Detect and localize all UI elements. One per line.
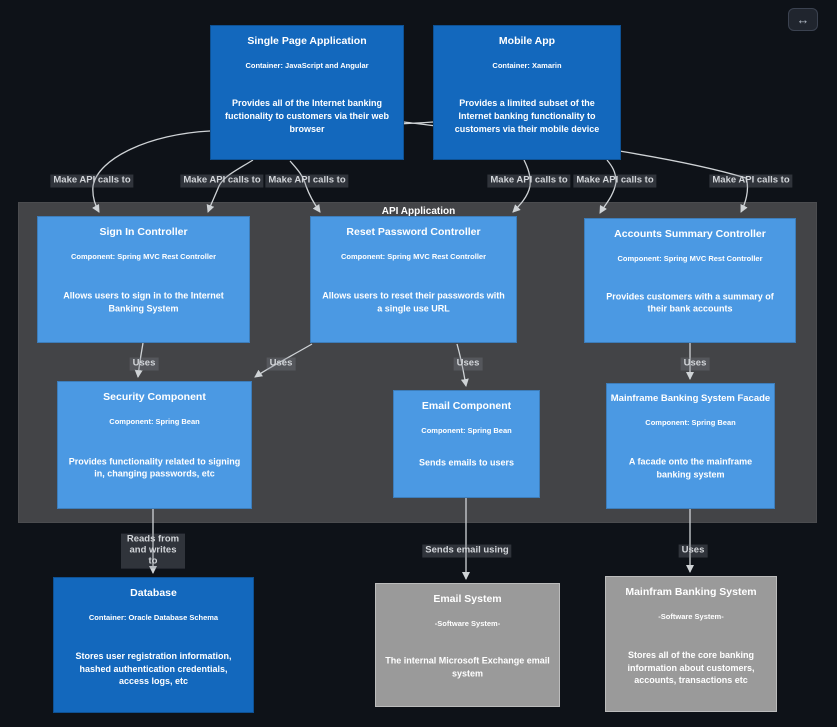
edge-reset-to-email bbox=[456, 343, 469, 387]
node-description: Stores user registration information, ha… bbox=[75, 651, 232, 687]
node-description: Provides functionality related to signin… bbox=[68, 456, 241, 479]
edge-label-reads-writes: Reads from and writes to bbox=[121, 533, 185, 569]
node-meta: Component: Spring MVC Rest Controller bbox=[71, 252, 216, 261]
edge-label-make-api-calls: Make API calls to bbox=[573, 174, 657, 188]
node-description: Sends emails to users bbox=[418, 457, 515, 468]
node-title: Mainframe Banking System Facade bbox=[610, 393, 771, 404]
node-description: Allows users to reset their passwords wi… bbox=[322, 290, 505, 313]
edge-label-uses: Uses bbox=[678, 544, 708, 558]
boundary-label: API Application bbox=[381, 206, 456, 217]
node-accounts-summary-controller[interactable]: Accounts Summary Controller Component: S… bbox=[584, 218, 796, 343]
edge-label-make-api-calls: Make API calls to bbox=[487, 174, 571, 188]
node-meta: Container: JavaScript and Angular bbox=[245, 61, 369, 70]
node-meta: Component: Spring Bean bbox=[645, 418, 736, 427]
node-description: Stores all of the core banking informati… bbox=[627, 650, 755, 686]
node-description: Provides a limited subset of the Interne… bbox=[454, 98, 600, 134]
node-title: Email Component bbox=[421, 400, 512, 412]
node-meta: Component: Spring MVC Rest Controller bbox=[341, 252, 486, 261]
edge-mobile-to-reset bbox=[512, 159, 531, 213]
edge-label-make-api-calls: Make API calls to bbox=[180, 174, 264, 188]
node-meta: Component: Spring Bean bbox=[109, 417, 200, 426]
edge-signin-to-security bbox=[134, 342, 144, 378]
node-meta: Component: Spring Bean bbox=[421, 426, 512, 435]
edge-label-uses: Uses bbox=[129, 357, 159, 371]
node-title: Mobile App bbox=[498, 35, 556, 47]
edge-label-make-api-calls: Make API calls to bbox=[709, 174, 793, 188]
node-description: A facade onto the mainframe banking syst… bbox=[628, 456, 753, 480]
node-description: Allows users to sign in to the Internet … bbox=[63, 290, 224, 313]
node-description: The internal Microsoft Exchange email sy… bbox=[385, 655, 550, 678]
node-title: Email System bbox=[433, 593, 502, 605]
node-description: Provides customers with a summary of the… bbox=[606, 291, 774, 314]
edge-spa-to-signin bbox=[206, 159, 254, 213]
edge-label-sends-email: Sends email using bbox=[422, 544, 512, 558]
node-description: Provides all of the Internet banking fuc… bbox=[224, 98, 390, 134]
resize-width-button[interactable]: ↔ bbox=[788, 8, 818, 31]
edge-label-make-api-calls: Make API calls to bbox=[50, 174, 134, 188]
node-title: Reset Password Controller bbox=[346, 226, 481, 238]
node-title: Database bbox=[130, 587, 177, 599]
node-title: Mainfram Banking System bbox=[625, 586, 757, 598]
node-sign-in-controller[interactable]: Sign In Controller Component: Spring MVC… bbox=[37, 216, 250, 343]
node-meta: Component: Spring MVC Rest Controller bbox=[617, 254, 763, 263]
node-security-component[interactable]: Security Component Component: Spring Bea… bbox=[57, 381, 252, 509]
node-title: Single Page Application bbox=[247, 35, 367, 47]
node-database[interactable]: Database Container: Oracle Database Sche… bbox=[53, 577, 254, 713]
edge-label-uses: Uses bbox=[453, 357, 483, 371]
node-title: Security Component bbox=[103, 391, 206, 403]
edge-spa-to-reset bbox=[289, 160, 321, 213]
node-single-page-application[interactable]: Single Page Application Container: JavaS… bbox=[210, 25, 404, 160]
node-meta: -Software System- bbox=[658, 612, 724, 621]
edge-label-uses: Uses bbox=[680, 357, 710, 371]
node-email-component[interactable]: Email Component Component: Spring Bean S… bbox=[393, 390, 540, 498]
node-title: Sign In Controller bbox=[99, 226, 188, 238]
edge-reset-to-security bbox=[254, 343, 313, 378]
node-meta: Container: Oracle Database Schema bbox=[88, 613, 219, 622]
node-meta: -Software System- bbox=[434, 619, 501, 628]
node-mainframe-banking-system-facade[interactable]: Mainframe Banking System Facade Componen… bbox=[606, 383, 775, 509]
node-title: Accounts Summary Controller bbox=[614, 228, 766, 240]
horizontal-resize-icon: ↔ bbox=[796, 12, 810, 27]
edge-label-uses: Uses bbox=[266, 357, 296, 371]
node-reset-password-controller[interactable]: Reset Password Controller Component: Spr… bbox=[310, 216, 517, 343]
node-meta: Container: Xamarin bbox=[492, 61, 562, 70]
edge-mobile-to-accounts bbox=[599, 159, 617, 214]
edge-label-make-api-calls: Make API calls to bbox=[265, 174, 349, 188]
node-mainfram-banking-system[interactable]: Mainfram Banking System -Software System… bbox=[605, 576, 777, 712]
node-email-system[interactable]: Email System -Software System- The inter… bbox=[375, 583, 560, 707]
node-mobile-app[interactable]: Mobile App Container: Xamarin Provides a… bbox=[433, 25, 621, 160]
